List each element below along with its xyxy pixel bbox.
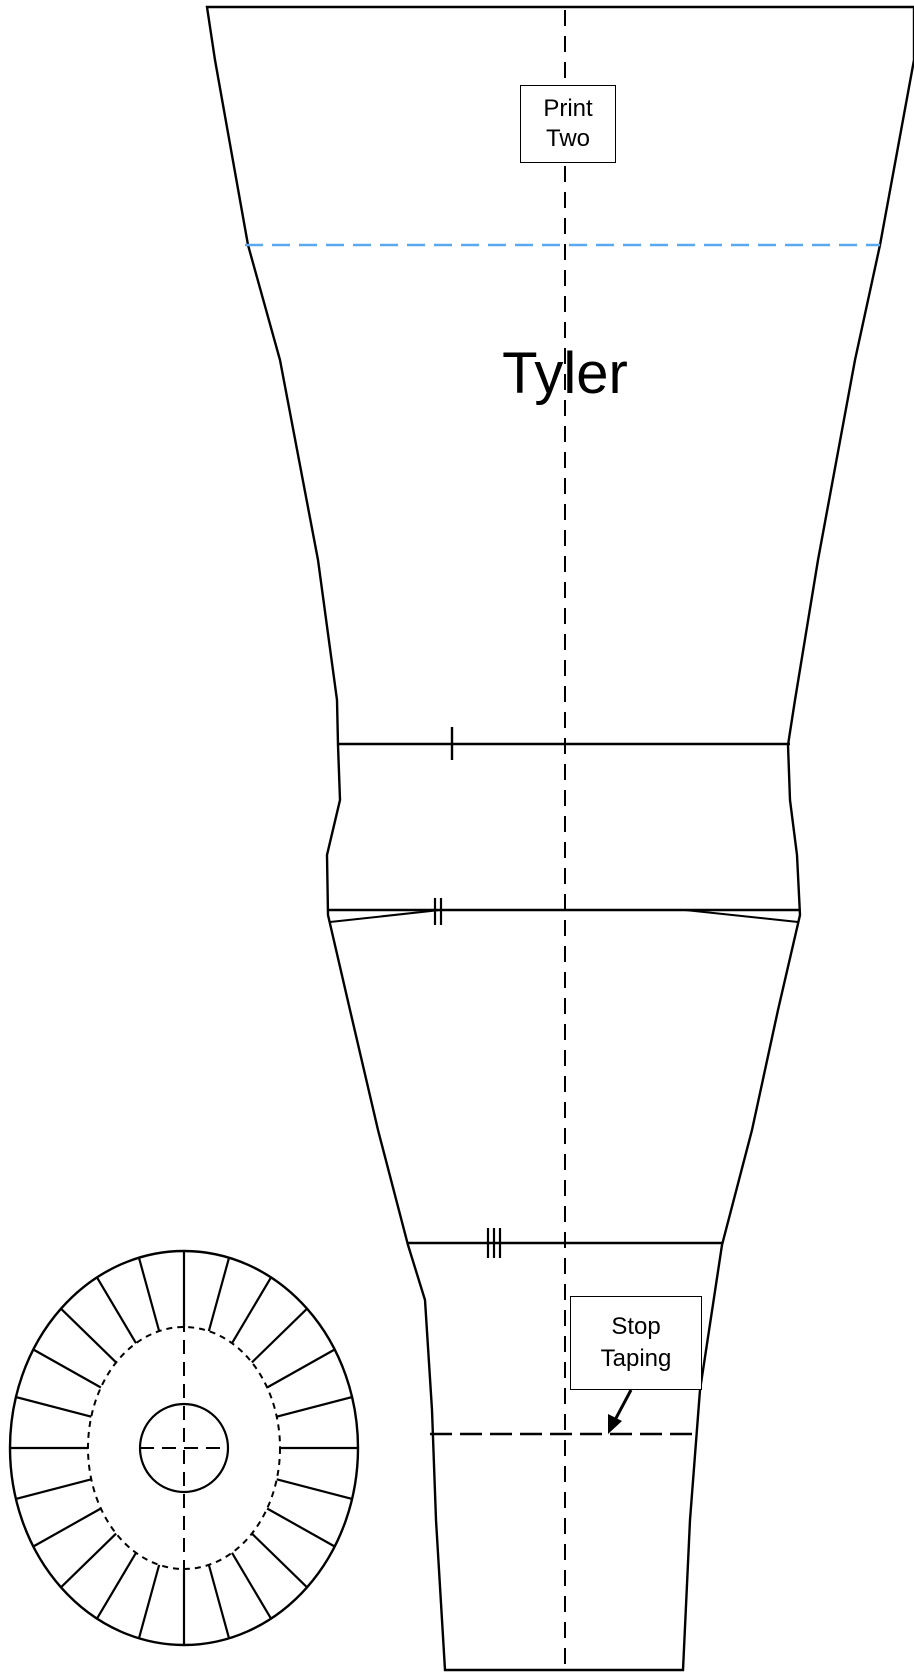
oval-tab-cut-line bbox=[32, 1348, 102, 1389]
oval-tab-cut-line bbox=[231, 1276, 272, 1344]
oval-tab-cut-line bbox=[276, 1478, 353, 1501]
stop-taping-arrow-shaft bbox=[613, 1389, 633, 1421]
oval-tab-cut-line bbox=[96, 1552, 137, 1620]
oval-tab-cut-line bbox=[231, 1552, 272, 1620]
oval-tab-cut-line bbox=[60, 1532, 117, 1589]
oval-tab-cut-line bbox=[60, 1307, 117, 1364]
oval-tab-cut-line bbox=[15, 1478, 92, 1501]
oval-tab-cuts bbox=[10, 1251, 358, 1645]
pattern-title: Tyler bbox=[502, 341, 628, 406]
oval-tab-cut-line bbox=[276, 1395, 353, 1418]
print-label-line2: Two bbox=[545, 125, 590, 152]
left-dart bbox=[327, 909, 441, 923]
right-dart bbox=[684, 909, 800, 923]
oval-tab-cut-line bbox=[207, 1257, 231, 1332]
oval-tab-cut-line bbox=[32, 1507, 102, 1548]
oval-tab-cut-line bbox=[251, 1307, 308, 1364]
oval-tab-cut-line bbox=[137, 1564, 161, 1639]
print-two-label: Print Two bbox=[520, 85, 616, 163]
oval-tab-cut-line bbox=[96, 1276, 137, 1344]
oval-tab-cut-line bbox=[266, 1348, 336, 1389]
print-label-line1: Print bbox=[543, 95, 593, 122]
oval-piece bbox=[8, 1249, 360, 1647]
pattern-piece-outline bbox=[205, 5, 914, 1672]
stop-taping-label: Stop Taping bbox=[570, 1296, 702, 1390]
stop-label-line1: Stop bbox=[611, 1313, 661, 1340]
oval-tab-cut-line bbox=[137, 1257, 161, 1332]
oval-tab-cut-line bbox=[207, 1564, 231, 1639]
oval-tab-cut-line bbox=[266, 1507, 336, 1548]
oval-tab-cut-line bbox=[15, 1395, 92, 1418]
oval-tab-cut-line bbox=[251, 1532, 308, 1589]
stop-taping-arrow-head bbox=[608, 1414, 622, 1434]
stop-label-line2: Taping bbox=[600, 1345, 672, 1372]
